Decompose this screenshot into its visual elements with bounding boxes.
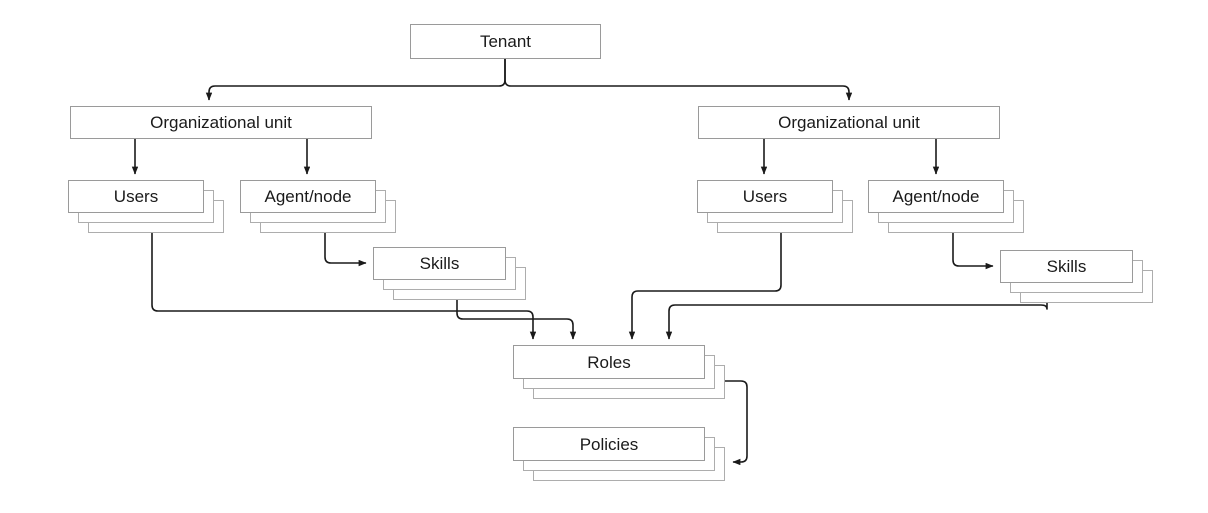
edge-agent-right-to-skills-right [952,233,994,270]
node-tenant[interactable]: Tenant [410,24,601,59]
edge-users-left-to-roles [151,233,537,340]
edge-tenant-to-ou-right [504,59,853,101]
node-organizational-unit-right-label: Organizational unit [778,113,920,132]
edge-skills-right-to-roles [665,303,1048,340]
node-users-right[interactable]: Users [697,180,833,213]
node-roles-label: Roles [587,352,631,372]
edge-users-right-to-roles [628,233,782,340]
node-agent-right[interactable]: Agent/node [868,180,1004,213]
node-agent-left-label: Agent/node [264,187,352,206]
node-tenant-label: Tenant [479,32,532,51]
node-agent-left[interactable]: Agent/node [240,180,376,213]
node-roles[interactable]: Roles [513,345,705,379]
node-policies[interactable]: Policies [513,427,705,461]
node-users-left-label: Users [113,187,159,206]
node-users-left[interactable]: Users [68,180,204,213]
node-users-right-label: Users [742,187,788,206]
node-skills-left-label: Skills [419,254,460,273]
node-skills-right-label: Skills [1046,257,1087,276]
node-organizational-unit-left[interactable]: Organizational unit [70,106,372,139]
edge-skills-left-to-roles [456,300,577,340]
node-organizational-unit-right[interactable]: Organizational unit [698,106,1000,139]
edge-tenant-to-ou-left [205,59,506,101]
node-organizational-unit-left-label: Organizational unit [150,113,292,132]
edge-roles-to-policies [724,380,748,466]
edge-agent-left-to-skills-left [324,233,367,267]
node-policies-label: Policies [579,434,639,454]
node-skills-left[interactable]: Skills [373,247,506,280]
node-skills-right[interactable]: Skills [1000,250,1133,283]
node-agent-right-label: Agent/node [892,187,980,206]
